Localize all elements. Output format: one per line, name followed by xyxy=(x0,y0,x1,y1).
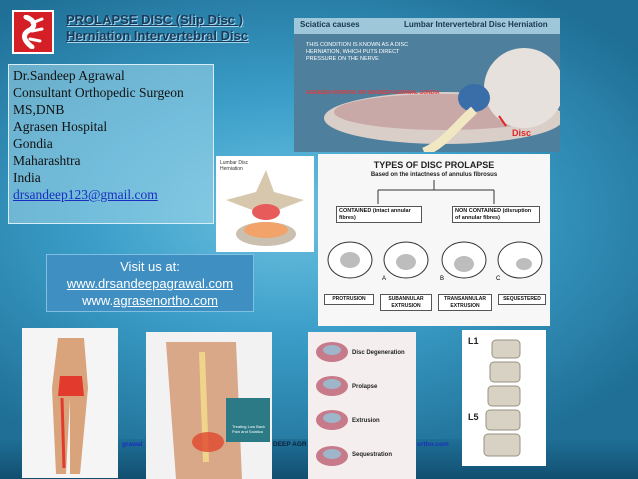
contained-box: CONTAINED (intact annular fibres) xyxy=(336,206,422,223)
website-link-1[interactable]: www.drsandeepagrawal.com xyxy=(66,276,234,291)
stage-label-sequestered: SEQUESTERED xyxy=(498,294,546,305)
degeneration-stages-illustration xyxy=(308,332,416,479)
website-link-2[interactable]: www.agrasenortho.com xyxy=(47,292,253,309)
stage-label-transannular: TRANSANNULAR EXTRUSION xyxy=(438,294,492,311)
title-line-2: Herniation Intervertebral Disc xyxy=(66,28,249,43)
stage-label-protrusion: PROTRUSION xyxy=(324,294,374,305)
letter-a: A xyxy=(382,276,387,282)
visit-heading: Visit us at: xyxy=(120,259,180,274)
stage-label-subannular: SUBANNULAR EXTRUSION xyxy=(380,294,432,311)
letter-c: C xyxy=(496,276,501,282)
types-heading: TYPES OF DISC PROLAPSE xyxy=(373,160,495,170)
city: Gondia xyxy=(13,136,53,151)
lumbar-label-line-2: Herniation xyxy=(220,166,243,172)
website-2-prefix: www. xyxy=(82,293,114,308)
disc-label: Disc xyxy=(512,128,532,138)
l1-label: L1 xyxy=(468,336,479,346)
website-2-domain[interactable]: agrasenortho.com xyxy=(113,293,218,308)
hospital-logo xyxy=(12,10,54,54)
types-subheading: Based on the intactness of annulus fibro… xyxy=(370,172,498,178)
lumbar-spine-image: L1 L5 xyxy=(462,330,546,466)
footer-name: DEEP AGR xyxy=(273,441,307,448)
slide-title: PROLAPSE DISC (Slip Disc ) Herniation In… xyxy=(66,12,248,44)
disc-prolapse-types-diagram: TYPES OF DISC PROLAPSE Based on the inta… xyxy=(318,154,550,326)
email-link[interactable]: drsandeep123@gmail.com xyxy=(13,187,158,202)
disc-degeneration-image: Disc Degeneration Prolapse Extrusion Seq… xyxy=(308,332,416,479)
degeneration-label: Disc Degeneration xyxy=(352,350,405,356)
doctor-role: Consultant Orthopedic Surgeon xyxy=(13,85,184,100)
extrusion-label: Extrusion xyxy=(352,418,380,424)
contact-box: Dr.Sandeep Agrawal Consultant Orthopedic… xyxy=(8,64,214,224)
country: India xyxy=(13,170,41,185)
vertebra-illustration xyxy=(226,170,304,246)
sciatic-pain-figure xyxy=(22,328,118,478)
sciatica-header: Sciatica causes Lumbar Intervertebral Di… xyxy=(294,18,560,34)
sciatica-right-heading: Lumbar Intervertebral Disc Herniation xyxy=(404,20,548,29)
lumbar-label-line-1: Lumbar Disc xyxy=(220,160,249,166)
footer-link-right[interactable]: ortho.com xyxy=(417,441,449,448)
lumbar-label: Lumbar Disc Herniation xyxy=(220,160,248,172)
spine-logo-icon xyxy=(22,15,44,49)
letter-b: B xyxy=(440,276,445,282)
visit-box: Visit us at: www.drsandeepagrawal.com ww… xyxy=(46,254,254,312)
sciatica-credit: AGRASEN HOSPITAL DR SANDEEP AGRAWAL GOND… xyxy=(306,90,440,96)
state: Maharashtra xyxy=(13,153,81,168)
sciatica-left-heading: Sciatica causes xyxy=(300,20,360,29)
prolapse-label: Prolapse xyxy=(352,384,378,390)
hospital-name: Agrasen Hospital xyxy=(13,119,108,134)
back-pain-caption: Treating Low Back Pain and Sciatica xyxy=(232,424,265,434)
lumbar-herniation-image: Lumbar Disc Herniation xyxy=(216,156,314,252)
lumbar-spine-illustration xyxy=(462,330,546,466)
sequestration-label: Sequestration xyxy=(352,452,393,458)
doctor-name: Dr.Sandeep Agrawal xyxy=(13,68,125,83)
doctor-degree: MS,DNB xyxy=(13,102,65,117)
title-line-1: PROLAPSE DISC (Slip Disc ) xyxy=(66,12,243,27)
low-back-pain-image: Treating Low Back Pain and Sciatica xyxy=(146,332,272,479)
footer-link-left[interactable]: grawal xyxy=(122,441,143,448)
non-contained-box: NON CONTAINED (disruption of annular fib… xyxy=(452,206,540,223)
sciatica-image: Sciatica causes Lumbar Intervertebral Di… xyxy=(294,18,560,152)
sciatica-note: THIS CONDITION IS KNOWN AS A DISC HERNIA… xyxy=(306,42,409,62)
leg-pain-image xyxy=(22,328,118,478)
l5-label: L5 xyxy=(468,412,479,422)
prolapse-stages-illustration xyxy=(327,180,543,279)
disc-herniation-illustration xyxy=(324,48,560,152)
back-pain-figure xyxy=(146,332,272,479)
